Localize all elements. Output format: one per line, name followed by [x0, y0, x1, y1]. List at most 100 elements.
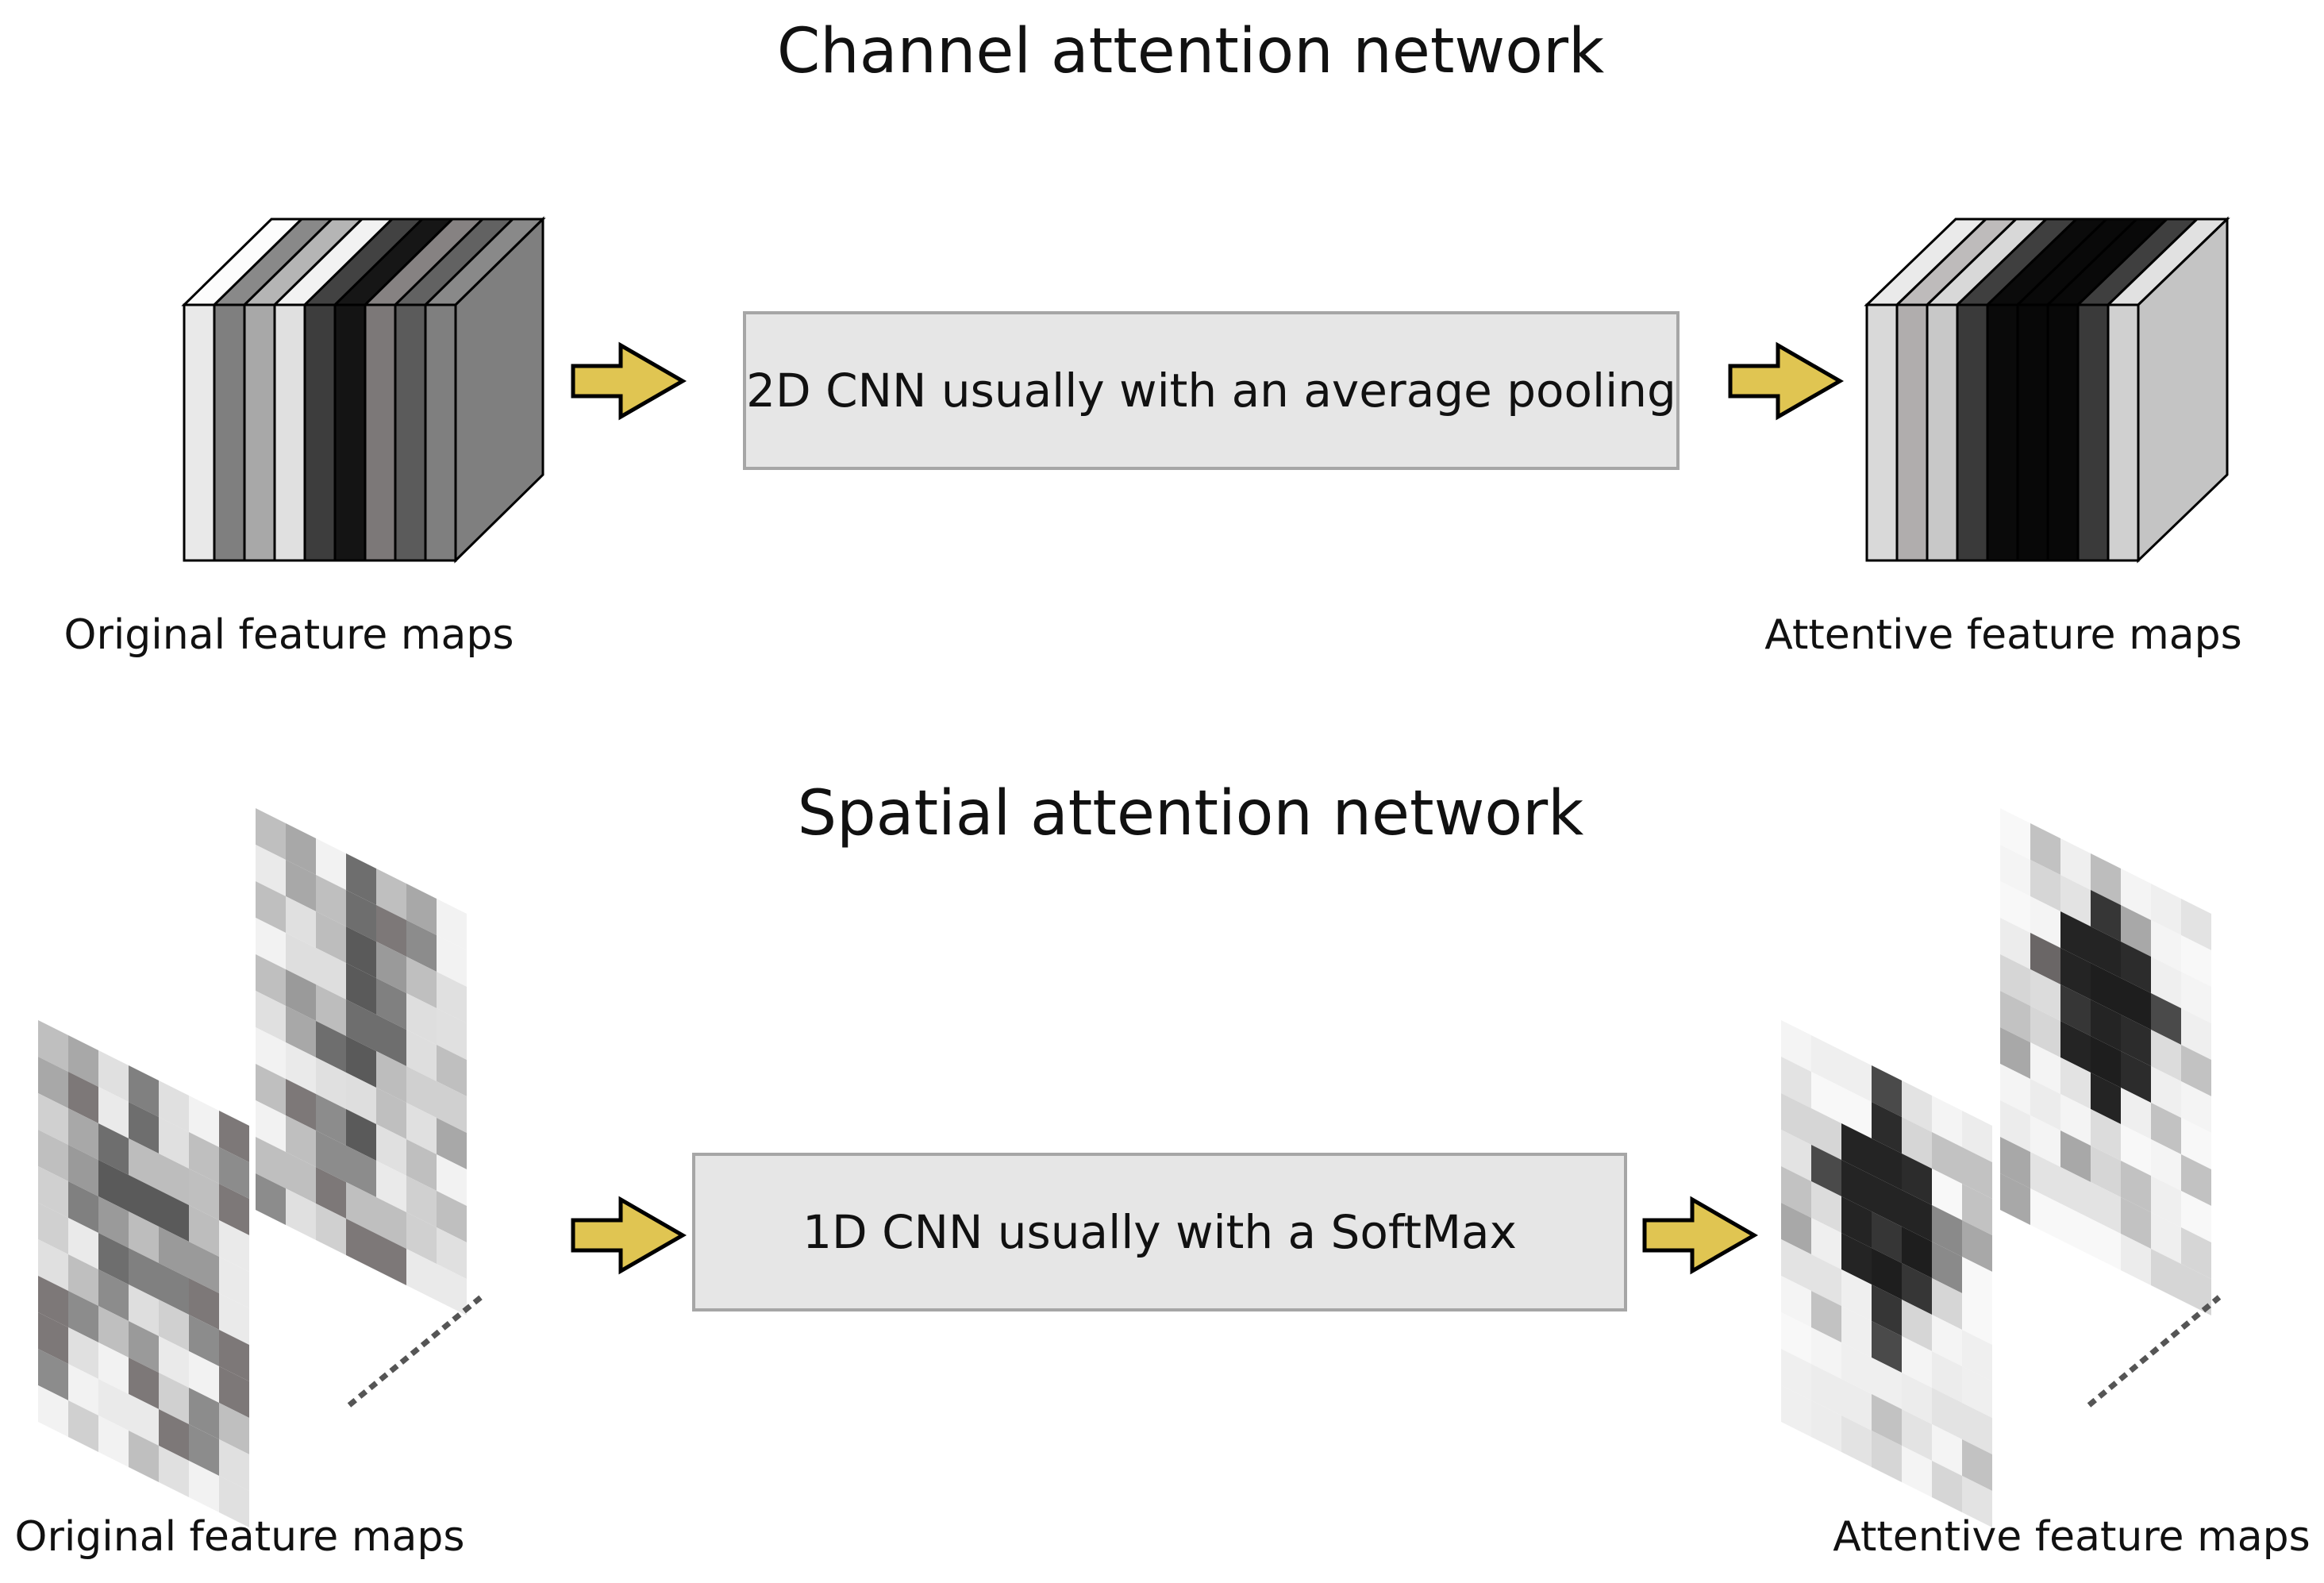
feature-map-cell [219, 1439, 249, 1491]
feature-map-cell [2091, 963, 2121, 1015]
feature-map-cell [1902, 1227, 1932, 1278]
feature-map-cell [1841, 1233, 1872, 1285]
feature-map-cell [286, 1006, 316, 1057]
feature-map-cell [1841, 1415, 1872, 1467]
feature-map-cell [286, 1042, 316, 1094]
feature-map-cell [256, 808, 286, 860]
feature-map-cell [2181, 972, 2211, 1023]
feature-map-cell [1962, 1330, 1992, 1381]
feature-map-cell [2121, 869, 2151, 920]
feature-map-cell [406, 1249, 437, 1300]
feature-map-cell [189, 1315, 219, 1366]
feature-map-cell [2181, 1264, 2211, 1315]
feature-map-cell [2151, 920, 2181, 972]
feature-map-cell [1811, 1364, 1841, 1415]
feature-map-cell [2091, 1109, 2121, 1161]
feature-map-cell [1841, 1379, 1872, 1431]
feature-map-cell [1841, 1196, 1872, 1248]
feature-map-cell [98, 1342, 129, 1394]
feature-map-cell [256, 1064, 286, 1115]
feature-map-cell [1841, 1123, 1872, 1175]
feature-map-cell [2121, 1234, 2151, 1285]
feature-map-cell [98, 1123, 129, 1175]
feature-map-cell [1811, 1291, 1841, 1342]
feature-map-cell [38, 1020, 68, 1072]
feature-map-cell [346, 1109, 376, 1161]
feature-map-cell [286, 823, 316, 875]
feature-map-cell [2091, 853, 2121, 905]
feature-map-cell [1962, 1476, 1992, 1527]
channel-title: Channel attention network [776, 16, 1605, 87]
feature-map-cell [1872, 1431, 1902, 1482]
feature-map-cell [1902, 1117, 1932, 1169]
feature-map-cell [2000, 1137, 2030, 1188]
feature-map-cell [2181, 1081, 2211, 1133]
spatial-input-feature-maps [38, 808, 467, 1527]
feature-map-cell [1811, 1327, 1841, 1379]
feature-map-cell [219, 1111, 249, 1162]
spatial-input-ellipsis [347, 1295, 483, 1408]
feature-map-cell [1932, 1205, 1962, 1257]
channel-input-label: Original feature maps [63, 611, 514, 659]
feature-map-cell [38, 1312, 68, 1364]
feature-map-cell [1932, 1132, 1962, 1184]
spatial-arrow-out [1645, 1200, 1754, 1271]
cube-slice-front [2016, 303, 2049, 562]
feature-map-cell [316, 1021, 346, 1073]
feature-map-cell [376, 1088, 406, 1139]
feature-map-cell [2000, 991, 2030, 1042]
feature-map-cell [219, 1184, 249, 1235]
spatial-output-feature-maps [1781, 808, 2211, 1527]
feature-map-cell [286, 1115, 316, 1167]
feature-map-cell [1841, 1306, 1872, 1358]
feature-map-cell [1932, 1461, 1962, 1512]
feature-map-cell [1781, 1093, 1811, 1145]
feature-map-cell [68, 1181, 98, 1233]
feature-map-cell [2060, 1167, 2091, 1219]
feature-map-cell [1811, 1400, 1841, 1452]
feature-map-cell [129, 1394, 159, 1446]
feature-map-cell [189, 1169, 219, 1220]
feature-map-cell [1902, 1409, 1932, 1461]
feature-map-cell [1781, 1276, 1811, 1327]
cube-slice-front [273, 303, 306, 562]
feature-map-cell [1902, 1190, 1932, 1242]
feature-map-cell [2091, 1036, 2121, 1088]
feature-map-cell [376, 1124, 406, 1176]
feature-map-cell [1841, 1087, 1872, 1138]
feature-map-cell [1872, 1102, 1902, 1154]
feature-map-cell [1841, 1050, 1872, 1102]
feature-map-cell [98, 1379, 129, 1431]
feature-map-cell [346, 853, 376, 905]
feature-map-cell [98, 1050, 129, 1102]
feature-map-cell [2060, 984, 2091, 1036]
feature-map-cell [316, 1057, 346, 1109]
feature-map-cell [2181, 1154, 2211, 1206]
feature-map-cell [286, 1152, 316, 1204]
feature-map-cell [1872, 1248, 1902, 1300]
feature-map-cell [2181, 1045, 2211, 1096]
feature-map-cell [2181, 1191, 2211, 1242]
feature-map-cell [346, 1146, 376, 1197]
feature-map-cell [38, 1166, 68, 1218]
feature-map-cell [1872, 1285, 1902, 1336]
feature-map-cell [1902, 1446, 1932, 1497]
feature-map-cell [1962, 1403, 1992, 1454]
feature-map-cell [2151, 1030, 2181, 1081]
feature-map-cell [346, 963, 376, 1015]
feature-map-cell [2151, 957, 2181, 1008]
feature-map-cell [159, 1373, 189, 1424]
feature-map-cell [1902, 1336, 1932, 1388]
feature-map-cell [189, 1096, 219, 1147]
feature-map-cell [38, 1349, 68, 1400]
feature-map-cell [2181, 1008, 2211, 1060]
feature-map-cell [1902, 1263, 1932, 1315]
feature-map-cell [2000, 1100, 2030, 1152]
feature-map-cell [437, 972, 467, 1023]
feature-map-cell [129, 1358, 159, 1409]
feature-map-cell [68, 1400, 98, 1452]
feature-map-cell [159, 1446, 189, 1497]
feature-map-cell [256, 1173, 286, 1225]
feature-map-cell [68, 1072, 98, 1123]
